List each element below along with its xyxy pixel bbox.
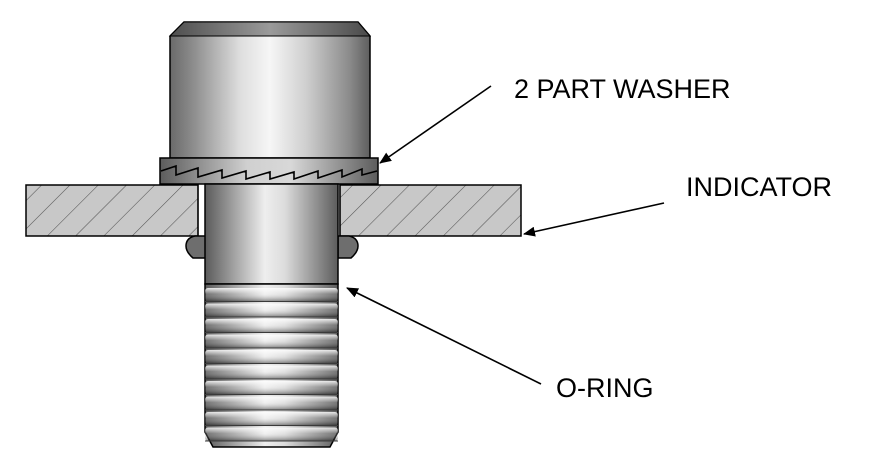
thread-ridge [205,288,338,302]
bolt-shank [197,183,341,285]
thread-ridge [205,412,338,426]
two-part-washer [159,157,379,185]
leader-arrows [346,85,665,385]
oring-leader-arrow [346,287,542,385]
thread-ridge [205,350,338,364]
label-indicator: INDICATOR [686,172,832,202]
indicator-leader-arrow [523,202,665,237]
label-2-part-washer: 2 PART WASHER [514,74,731,104]
washer-leader-arrow [379,85,492,164]
bolt-threads [204,283,339,448]
thread-ridge [205,303,338,317]
thread-ridge [205,381,338,395]
label-o-ring: O-RING [556,373,654,403]
thread-ridge [205,365,338,379]
indicator-plate [25,184,522,237]
thread-ridge [205,334,338,348]
thread-ridge [205,427,338,441]
o-ring [185,235,359,259]
bolt-head [168,21,372,159]
thread-ridge [205,396,338,410]
thread-ridge [205,319,338,333]
